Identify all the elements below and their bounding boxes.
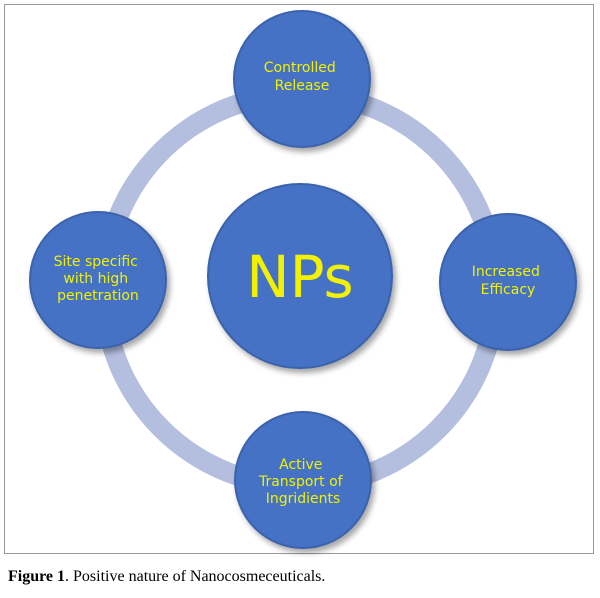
center-label: NPs bbox=[246, 243, 354, 311]
node-bottom-line-3: Ingridients bbox=[266, 491, 341, 507]
node-increased-efficacy: Increased Efficacy bbox=[439, 213, 577, 351]
node-top-line-1: Controlled bbox=[264, 60, 336, 76]
node-active-transport: Active Transport of Ingridients bbox=[234, 411, 372, 549]
svg-text:Controlled Release: Controlled Release bbox=[264, 60, 340, 94]
node-site-specific: Site specific with high penetration bbox=[29, 211, 167, 349]
svg-text:Active Transport of: Active Transport of Ingridients bbox=[258, 457, 347, 507]
node-top-line-2: Release bbox=[275, 78, 330, 94]
node-bottom-line-2: Transport of bbox=[258, 474, 344, 490]
svg-text:Increased Efficacy: Increased Efficacy bbox=[472, 264, 545, 298]
center-node: NPs bbox=[207, 183, 393, 369]
node-left-line-3: penetration bbox=[57, 288, 139, 304]
node-controlled-release: Controlled Release bbox=[233, 10, 371, 148]
svg-text:Site specific with high: Site specific with high penetration bbox=[54, 254, 143, 304]
node-bottom-line-1: Active bbox=[279, 457, 322, 473]
node-left-line-2: with high bbox=[63, 271, 128, 287]
figure-caption: Figure 1. Positive nature of Nanocosmece… bbox=[8, 568, 325, 586]
figure-caption-text: . Positive nature of Nanocosmeceuticals. bbox=[65, 568, 326, 585]
node-left-line-1: Site specific bbox=[54, 254, 138, 270]
node-right-line-1: Increased bbox=[472, 264, 540, 280]
figure-caption-label: Figure 1 bbox=[8, 568, 66, 585]
node-right-line-2: Efficacy bbox=[481, 282, 536, 298]
